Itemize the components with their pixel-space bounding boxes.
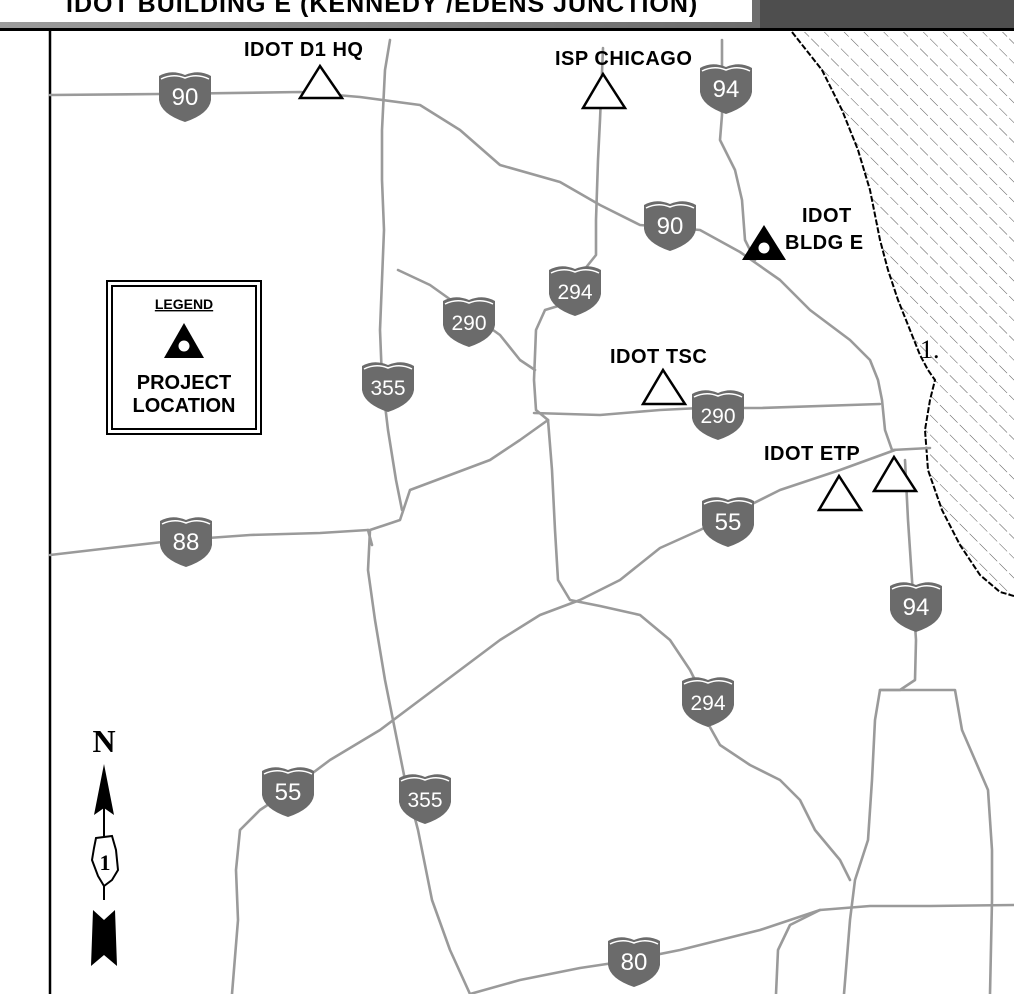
shield-i355-north: 355: [361, 361, 415, 412]
project-location-marker-icon: [742, 225, 786, 260]
shield-i94-south: 94: [889, 581, 943, 632]
shield-i90-west: 90: [158, 71, 212, 122]
shield-i290-west: 290: [442, 296, 496, 347]
label-isp-chicago: ISP CHICAGO: [555, 48, 692, 70]
svg-text:80: 80: [621, 949, 648, 976]
shield-i90-mid: 90: [643, 200, 697, 251]
shield-i55-west: 55: [261, 766, 315, 817]
north-badge: 1: [100, 850, 111, 875]
svg-text:290: 290: [451, 312, 486, 335]
triangle-marker-icon: [640, 367, 688, 406]
shield-i88: 88: [159, 516, 213, 567]
shield-i290-east: 290: [691, 389, 745, 440]
svg-text:294: 294: [557, 281, 592, 304]
triangle-marker-icon: [297, 63, 345, 100]
label-idot-bldg-e-line1: IDOT: [802, 205, 852, 227]
arrow-tail-icon: [91, 910, 117, 966]
illinois-outline-icon: [90, 834, 120, 888]
north-arrow: N 1: [90, 723, 120, 966]
svg-text:88: 88: [173, 529, 200, 556]
label-idot-tsc: IDOT TSC: [610, 346, 707, 368]
interstate-shields: 90 94 90 294 290 355 290 88: [158, 63, 943, 987]
lake-label: 1.: [920, 335, 940, 364]
shield-i355-south: 355: [398, 773, 452, 824]
svg-text:94: 94: [713, 76, 740, 103]
label-idot-bldg-e-line2: BLDG E: [785, 232, 864, 254]
svg-text:55: 55: [715, 509, 742, 536]
shield-i294-south: 294: [681, 676, 735, 727]
label-idot-etp: IDOT ETP: [764, 443, 860, 465]
triangle-marker-icon: [816, 473, 864, 512]
svg-text:355: 355: [407, 789, 442, 812]
location-labels: IDOT D1 HQ ISP CHICAGO IDOT BLDG E IDOT …: [244, 39, 864, 465]
legend-title: LEGEND: [155, 296, 213, 312]
svg-text:90: 90: [657, 213, 684, 240]
svg-text:290: 290: [700, 405, 735, 428]
triangle-marker-icon: [580, 71, 628, 110]
shield-i55-east: 55: [701, 496, 755, 547]
legend: LEGEND PROJECT LOCATION: [106, 280, 262, 435]
banner-title: IDOT BUILDING E (KENNEDY /EDENS JUNCTION…: [66, 0, 698, 18]
arrow-up-icon: [94, 764, 114, 815]
location-markers: [297, 63, 919, 512]
shield-i294-north: 294: [548, 265, 602, 316]
shield-i80: 80: [607, 936, 661, 987]
svg-text:355: 355: [370, 377, 405, 400]
lake-michigan: 1.: [791, 31, 1014, 597]
banner: IDOT BUILDING E (KENNEDY /EDENS JUNCTION…: [0, 0, 1014, 31]
svg-text:294: 294: [690, 692, 725, 715]
project-location-legend-icon: [164, 323, 204, 358]
shield-i94-north: 94: [699, 63, 753, 114]
svg-text:94: 94: [903, 594, 930, 621]
legend-line2: LOCATION: [133, 395, 236, 417]
svg-text:55: 55: [275, 779, 302, 806]
label-idot-d1-hq: IDOT D1 HQ: [244, 39, 363, 61]
svg-text:90: 90: [172, 84, 199, 111]
legend-line1: PROJECT: [137, 372, 231, 394]
north-letter: N: [92, 723, 115, 759]
triangle-marker-icon: [871, 454, 919, 493]
